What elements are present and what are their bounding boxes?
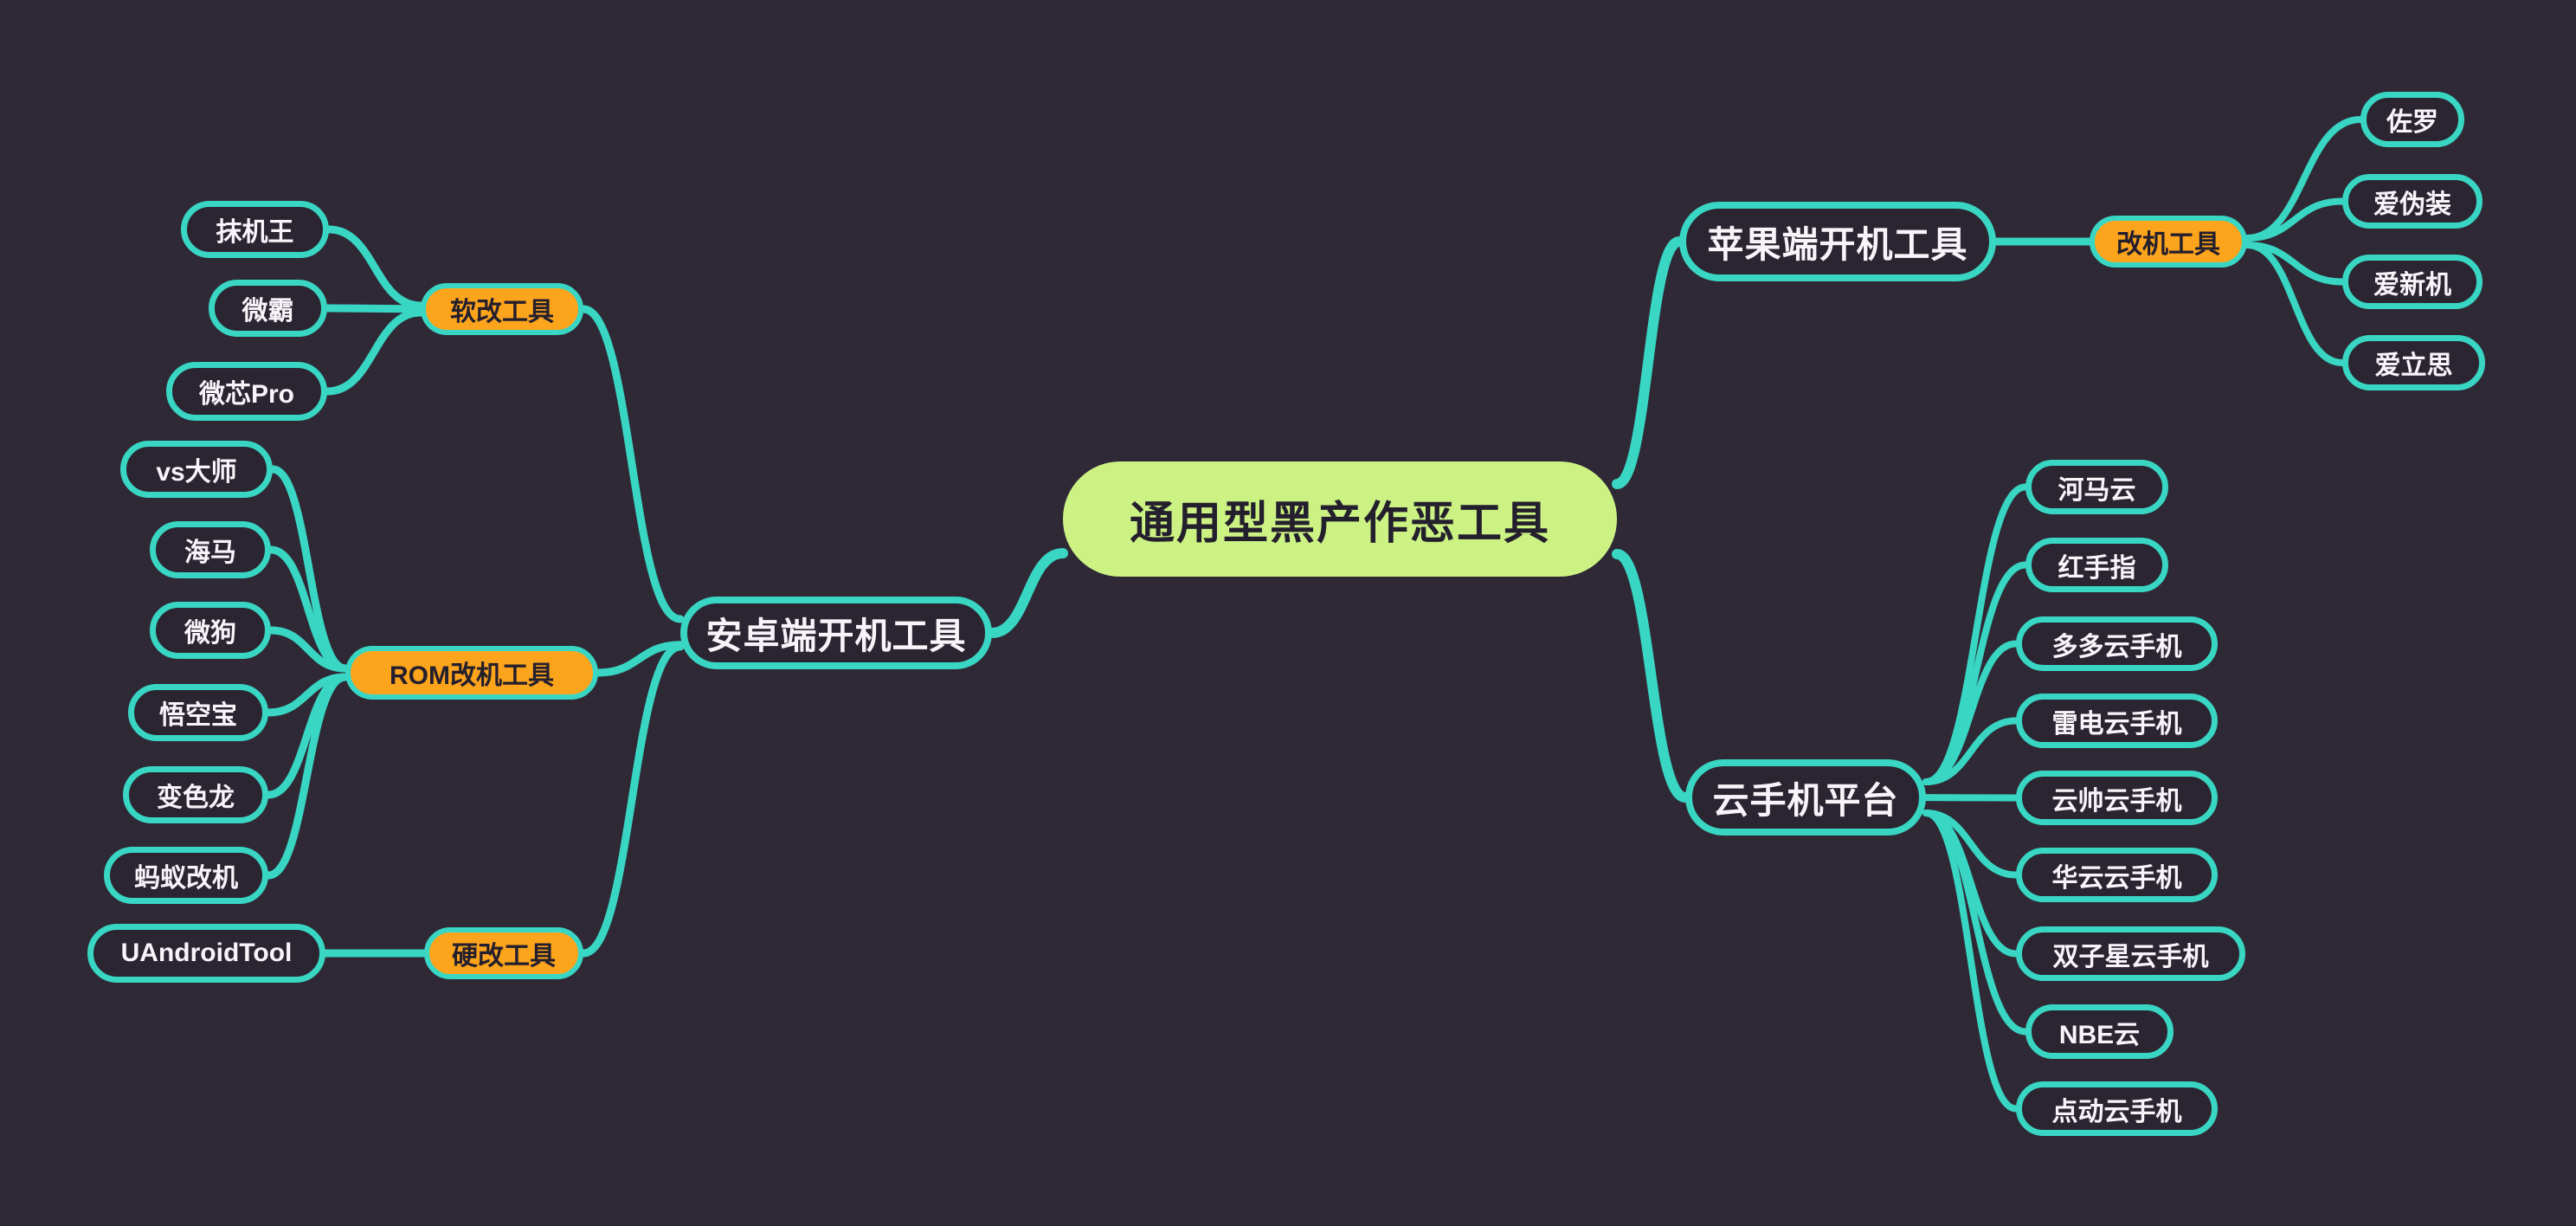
node-label: 海马 bbox=[184, 539, 236, 567]
node-hongshouzhi[interactable]: 红手指 bbox=[2025, 538, 2168, 592]
node-diandong-cloud[interactable]: 点动云手机 bbox=[2016, 1081, 2218, 1136]
node-label: 爱伪装 bbox=[2373, 190, 2451, 219]
node-label: 硬改工具 bbox=[452, 942, 556, 971]
node-label: 云手机平台 bbox=[1712, 779, 1899, 821]
node-label: UAndroidTool bbox=[120, 939, 293, 967]
node-root[interactable]: 通用型黑产作恶工具 bbox=[1063, 461, 1617, 577]
node-label: 雷电云手机 bbox=[2051, 709, 2182, 739]
node-label: NBE云 bbox=[2058, 1020, 2141, 1049]
node-label: 云帅云手机 bbox=[2051, 786, 2182, 816]
node-ailisi[interactable]: 爱立思 bbox=[2342, 335, 2485, 390]
node-label: 软改工具 bbox=[450, 298, 554, 326]
node-label: ROM改机工具 bbox=[390, 661, 554, 690]
node-label: 微狗 bbox=[184, 619, 236, 648]
node-haima[interactable]: 海马 bbox=[150, 521, 271, 578]
node-label: 变色龙 bbox=[157, 784, 235, 812]
node-nbe-cloud[interactable]: NBE云 bbox=[2025, 1004, 2174, 1059]
node-label: 双子星云手机 bbox=[2052, 942, 2209, 971]
node-label: 抹机王 bbox=[216, 218, 294, 247]
node-apple-boot-tools[interactable]: 苹果端开机工具 bbox=[1679, 202, 1996, 281]
node-hard-mod-tools[interactable]: 硬改工具 bbox=[424, 927, 583, 979]
node-device-mod-tools[interactable]: 改机工具 bbox=[2090, 216, 2247, 268]
node-rom-mod-tools[interactable]: ROM改机工具 bbox=[345, 646, 598, 700]
node-label: 通用型黑产作恶工具 bbox=[1129, 499, 1550, 549]
node-label: 华云云手机 bbox=[2051, 863, 2182, 893]
node-duoduo-cloud[interactable]: 多多云手机 bbox=[2016, 616, 2218, 671]
node-label: 爱新机 bbox=[2373, 270, 2451, 300]
node-zuoluo[interactable]: 佐罗 bbox=[2360, 92, 2464, 147]
node-label: 河马云 bbox=[2058, 475, 2136, 505]
node-label: vs大师 bbox=[156, 458, 237, 487]
node-aiweizhuang[interactable]: 爱伪装 bbox=[2342, 174, 2483, 229]
node-label: 红手指 bbox=[2058, 553, 2136, 583]
node-aixinji[interactable]: 爱新机 bbox=[2342, 255, 2483, 309]
node-uandroidtool[interactable]: UAndroidTool bbox=[87, 924, 325, 983]
node-hemayun[interactable]: 河马云 bbox=[2025, 460, 2168, 514]
node-weigou[interactable]: 微狗 bbox=[150, 602, 271, 659]
node-label: 佐罗 bbox=[2386, 108, 2438, 137]
node-label: 蚂蚁改机 bbox=[134, 864, 238, 893]
node-cloud-phone-platform[interactable]: 云手机平台 bbox=[1685, 759, 1926, 836]
node-yunshuai-cloud[interactable]: 云帅云手机 bbox=[2016, 771, 2218, 825]
node-soft-mod-tools[interactable]: 软改工具 bbox=[421, 283, 583, 335]
node-label: 多多云手机 bbox=[2051, 632, 2182, 661]
node-shuangzixing-cloud[interactable]: 双子星云手机 bbox=[2016, 926, 2245, 981]
node-mojiwang[interactable]: 抹机王 bbox=[181, 201, 329, 258]
node-weixin-pro[interactable]: 微芯Pro bbox=[166, 362, 327, 421]
node-leidian-cloud[interactable]: 雷电云手机 bbox=[2016, 694, 2218, 748]
node-weiba[interactable]: 微霸 bbox=[209, 280, 327, 337]
node-wukongbao[interactable]: 悟空宝 bbox=[128, 684, 268, 741]
node-huayun-cloud[interactable]: 华云云手机 bbox=[2016, 848, 2218, 902]
node-label: 悟空宝 bbox=[159, 701, 237, 730]
node-vs-dashi[interactable]: vs大师 bbox=[120, 441, 273, 498]
node-label: 点动云手机 bbox=[2051, 1097, 2182, 1126]
node-label: 爱立思 bbox=[2374, 352, 2453, 380]
node-label: 苹果端开机工具 bbox=[1707, 223, 1968, 265]
node-bianselong[interactable]: 变色龙 bbox=[123, 766, 268, 823]
node-mayi-gaiji[interactable]: 蚂蚁改机 bbox=[104, 847, 268, 904]
node-label: 微霸 bbox=[242, 297, 294, 326]
node-label: 安卓端开机工具 bbox=[705, 615, 967, 656]
node-label: 微芯Pro bbox=[198, 380, 294, 409]
node-android-boot-tools[interactable]: 安卓端开机工具 bbox=[680, 597, 992, 669]
node-label: 改机工具 bbox=[2116, 230, 2220, 259]
